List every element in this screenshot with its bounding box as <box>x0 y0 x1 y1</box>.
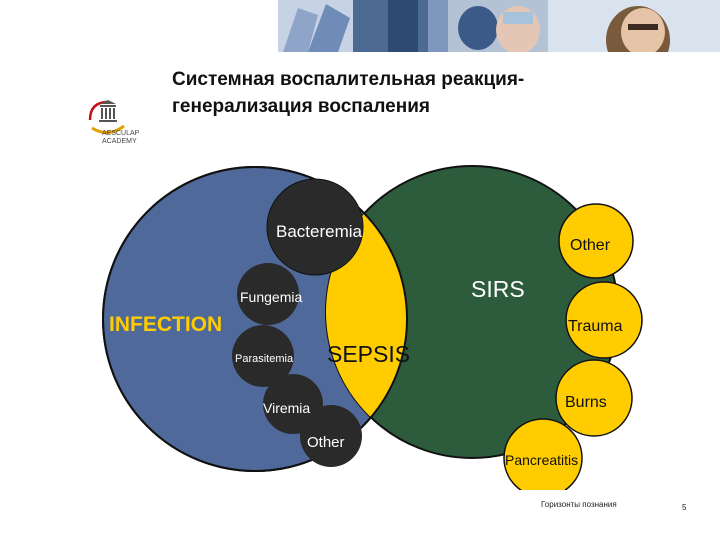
parasitemia-circle <box>232 325 294 387</box>
bacteremia-label: Bacteremia <box>276 222 363 241</box>
title-line-2: генерализация воспаления <box>172 96 430 117</box>
footer-note: Горизонты познания <box>541 500 617 509</box>
trauma-circle <box>565 281 643 359</box>
aesculap-academy-logo: AESCULAP ACADEMY <box>86 98 166 156</box>
logo-line-2: ACADEMY <box>102 138 137 145</box>
sepsis-label: SEPSIS <box>327 341 410 367</box>
bacteremia-circle <box>266 178 364 276</box>
viremia-label: Viremia <box>263 400 310 416</box>
burns-label: Burns <box>565 394 607 411</box>
infection-label: INFECTION <box>109 313 222 336</box>
pancreatitis-label: Pancreatitis <box>505 452 578 468</box>
trauma-label: Trauma <box>568 318 623 335</box>
sepsis-venn-diagram: INFECTION SEPSIS SIRS Bacteremia Fungemi… <box>0 150 720 498</box>
infection-other-label: Other <box>307 434 345 451</box>
slide-title: Системная воспалительная реакция- генера… <box>172 66 524 120</box>
sirs-other-circle <box>558 203 634 279</box>
title-line-1: Системная воспалительная реакция- <box>172 69 525 90</box>
logo-line-1: AESCULAP <box>102 130 140 137</box>
page-number: 5 <box>682 503 687 512</box>
parasitemia-label: Parasitemia <box>235 353 294 365</box>
sirs-other-label: Other <box>570 237 611 254</box>
fungemia-label: Fungemia <box>240 289 302 305</box>
fungemia-circle <box>237 263 299 325</box>
sirs-label: SIRS <box>471 276 525 302</box>
header-photo-banner <box>278 0 720 52</box>
burns-circle <box>555 359 633 437</box>
infection-other-circle <box>300 405 362 467</box>
